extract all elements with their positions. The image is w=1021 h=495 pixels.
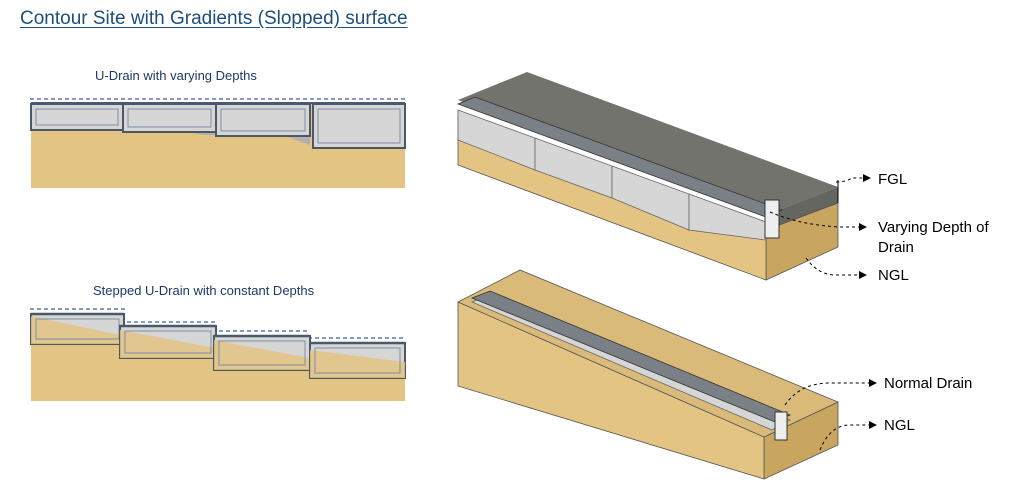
diagram-3d-varying (456, 72, 839, 281)
label-ngl-top: NGL (878, 267, 909, 284)
drain-segment (312, 103, 406, 149)
callouts: FGL Varying Depth of Drain NGL Normal Dr… (769, 171, 989, 451)
label-varying-1: Varying Depth of (878, 219, 989, 236)
diagram-varying-depths (30, 98, 406, 188)
label-varying-2: Drain (878, 239, 914, 256)
diagram-3d-normal (457, 269, 839, 480)
fgl-volume (458, 72, 838, 215)
drain-segment (122, 103, 217, 133)
label-fgl: FGL (878, 171, 907, 188)
label-normal-drain: Normal Drain (884, 375, 972, 392)
caption-varying-depths: U-Drain with varying Depths (95, 68, 257, 83)
drain-segment (688, 193, 767, 241)
caption-stepped-drain: Stepped U-Drain with constant Depths (93, 283, 315, 298)
page-title: Contour Site with Gradients (Slopped) su… (20, 8, 408, 29)
diagram-stepped-drain (30, 308, 406, 401)
drain-segment (30, 103, 124, 131)
label-ngl-bottom: NGL (884, 417, 915, 434)
